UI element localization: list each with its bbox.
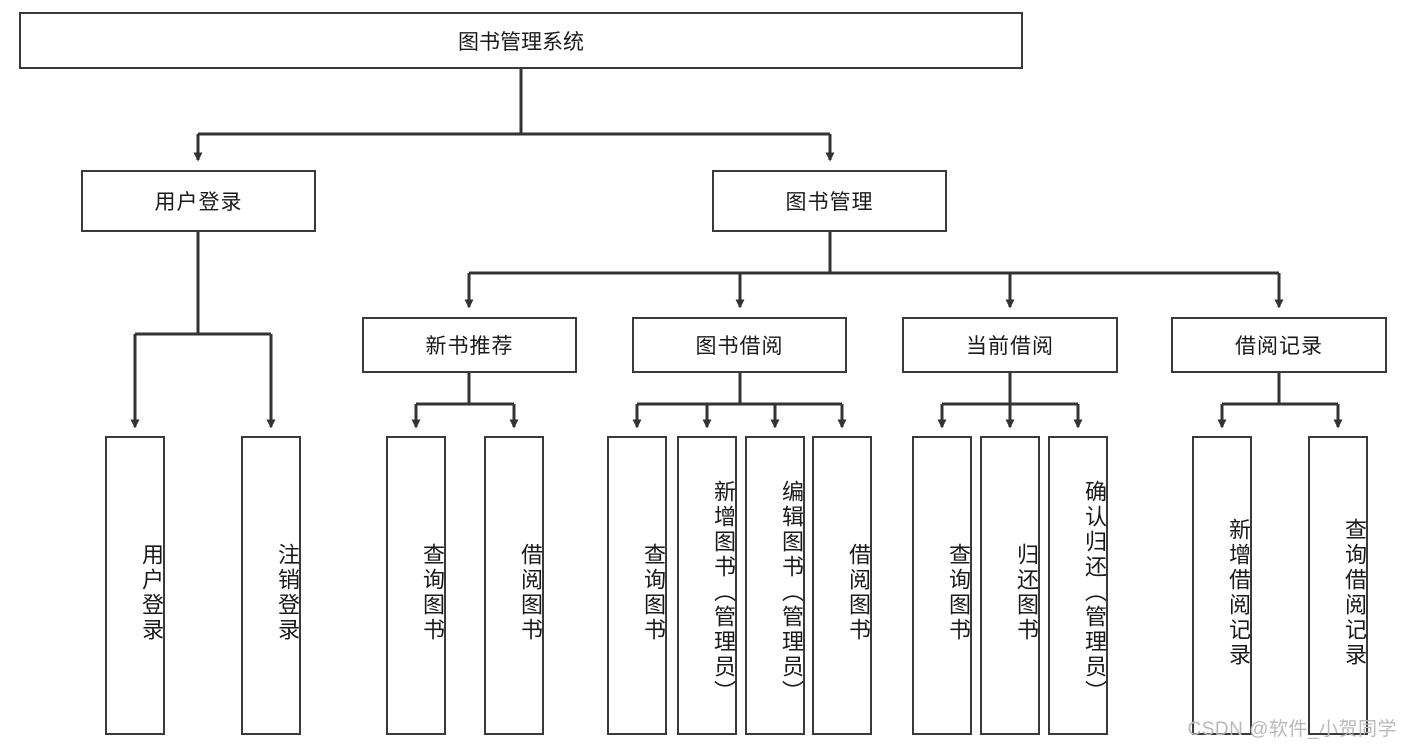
node-leaf-return-book[interactable]: 归还图书 bbox=[980, 436, 1040, 735]
node-leaf-borrow-book-2[interactable]: 借阅图书 bbox=[812, 436, 872, 735]
node-user-login[interactable]: 用户登录 bbox=[81, 170, 316, 232]
node-leaf-query-book-2[interactable]: 查询图书 bbox=[607, 436, 667, 735]
node-borrow-record[interactable]: 借阅记录 bbox=[1171, 317, 1387, 373]
node-leaf-add-record[interactable]: 新增借阅记录 bbox=[1192, 436, 1252, 735]
node-leaf-user-login[interactable]: 用户登录 bbox=[105, 436, 165, 735]
node-leaf-query-book-1[interactable]: 查询图书 bbox=[386, 436, 446, 735]
node-leaf-add-book[interactable]: 新增图书（管理员） bbox=[677, 436, 737, 735]
node-leaf-logout-login[interactable]: 注销登录 bbox=[241, 436, 301, 735]
node-leaf-query-record[interactable]: 查询借阅记录 bbox=[1308, 436, 1368, 735]
node-leaf-confirm-return[interactable]: 确认归还（管理员） bbox=[1048, 436, 1108, 735]
node-root-system[interactable]: 图书管理系统 bbox=[19, 12, 1023, 69]
node-new-book-recommend[interactable]: 新书推荐 bbox=[362, 317, 577, 373]
node-book-manage[interactable]: 图书管理 bbox=[712, 170, 947, 232]
node-leaf-borrow-book-1[interactable]: 借阅图书 bbox=[484, 436, 544, 735]
node-book-borrow[interactable]: 图书借阅 bbox=[632, 317, 847, 373]
node-leaf-edit-book[interactable]: 编辑图书（管理员） bbox=[745, 436, 805, 735]
node-current-borrow[interactable]: 当前借阅 bbox=[902, 317, 1118, 373]
node-leaf-query-book-3[interactable]: 查询图书 bbox=[912, 436, 972, 735]
